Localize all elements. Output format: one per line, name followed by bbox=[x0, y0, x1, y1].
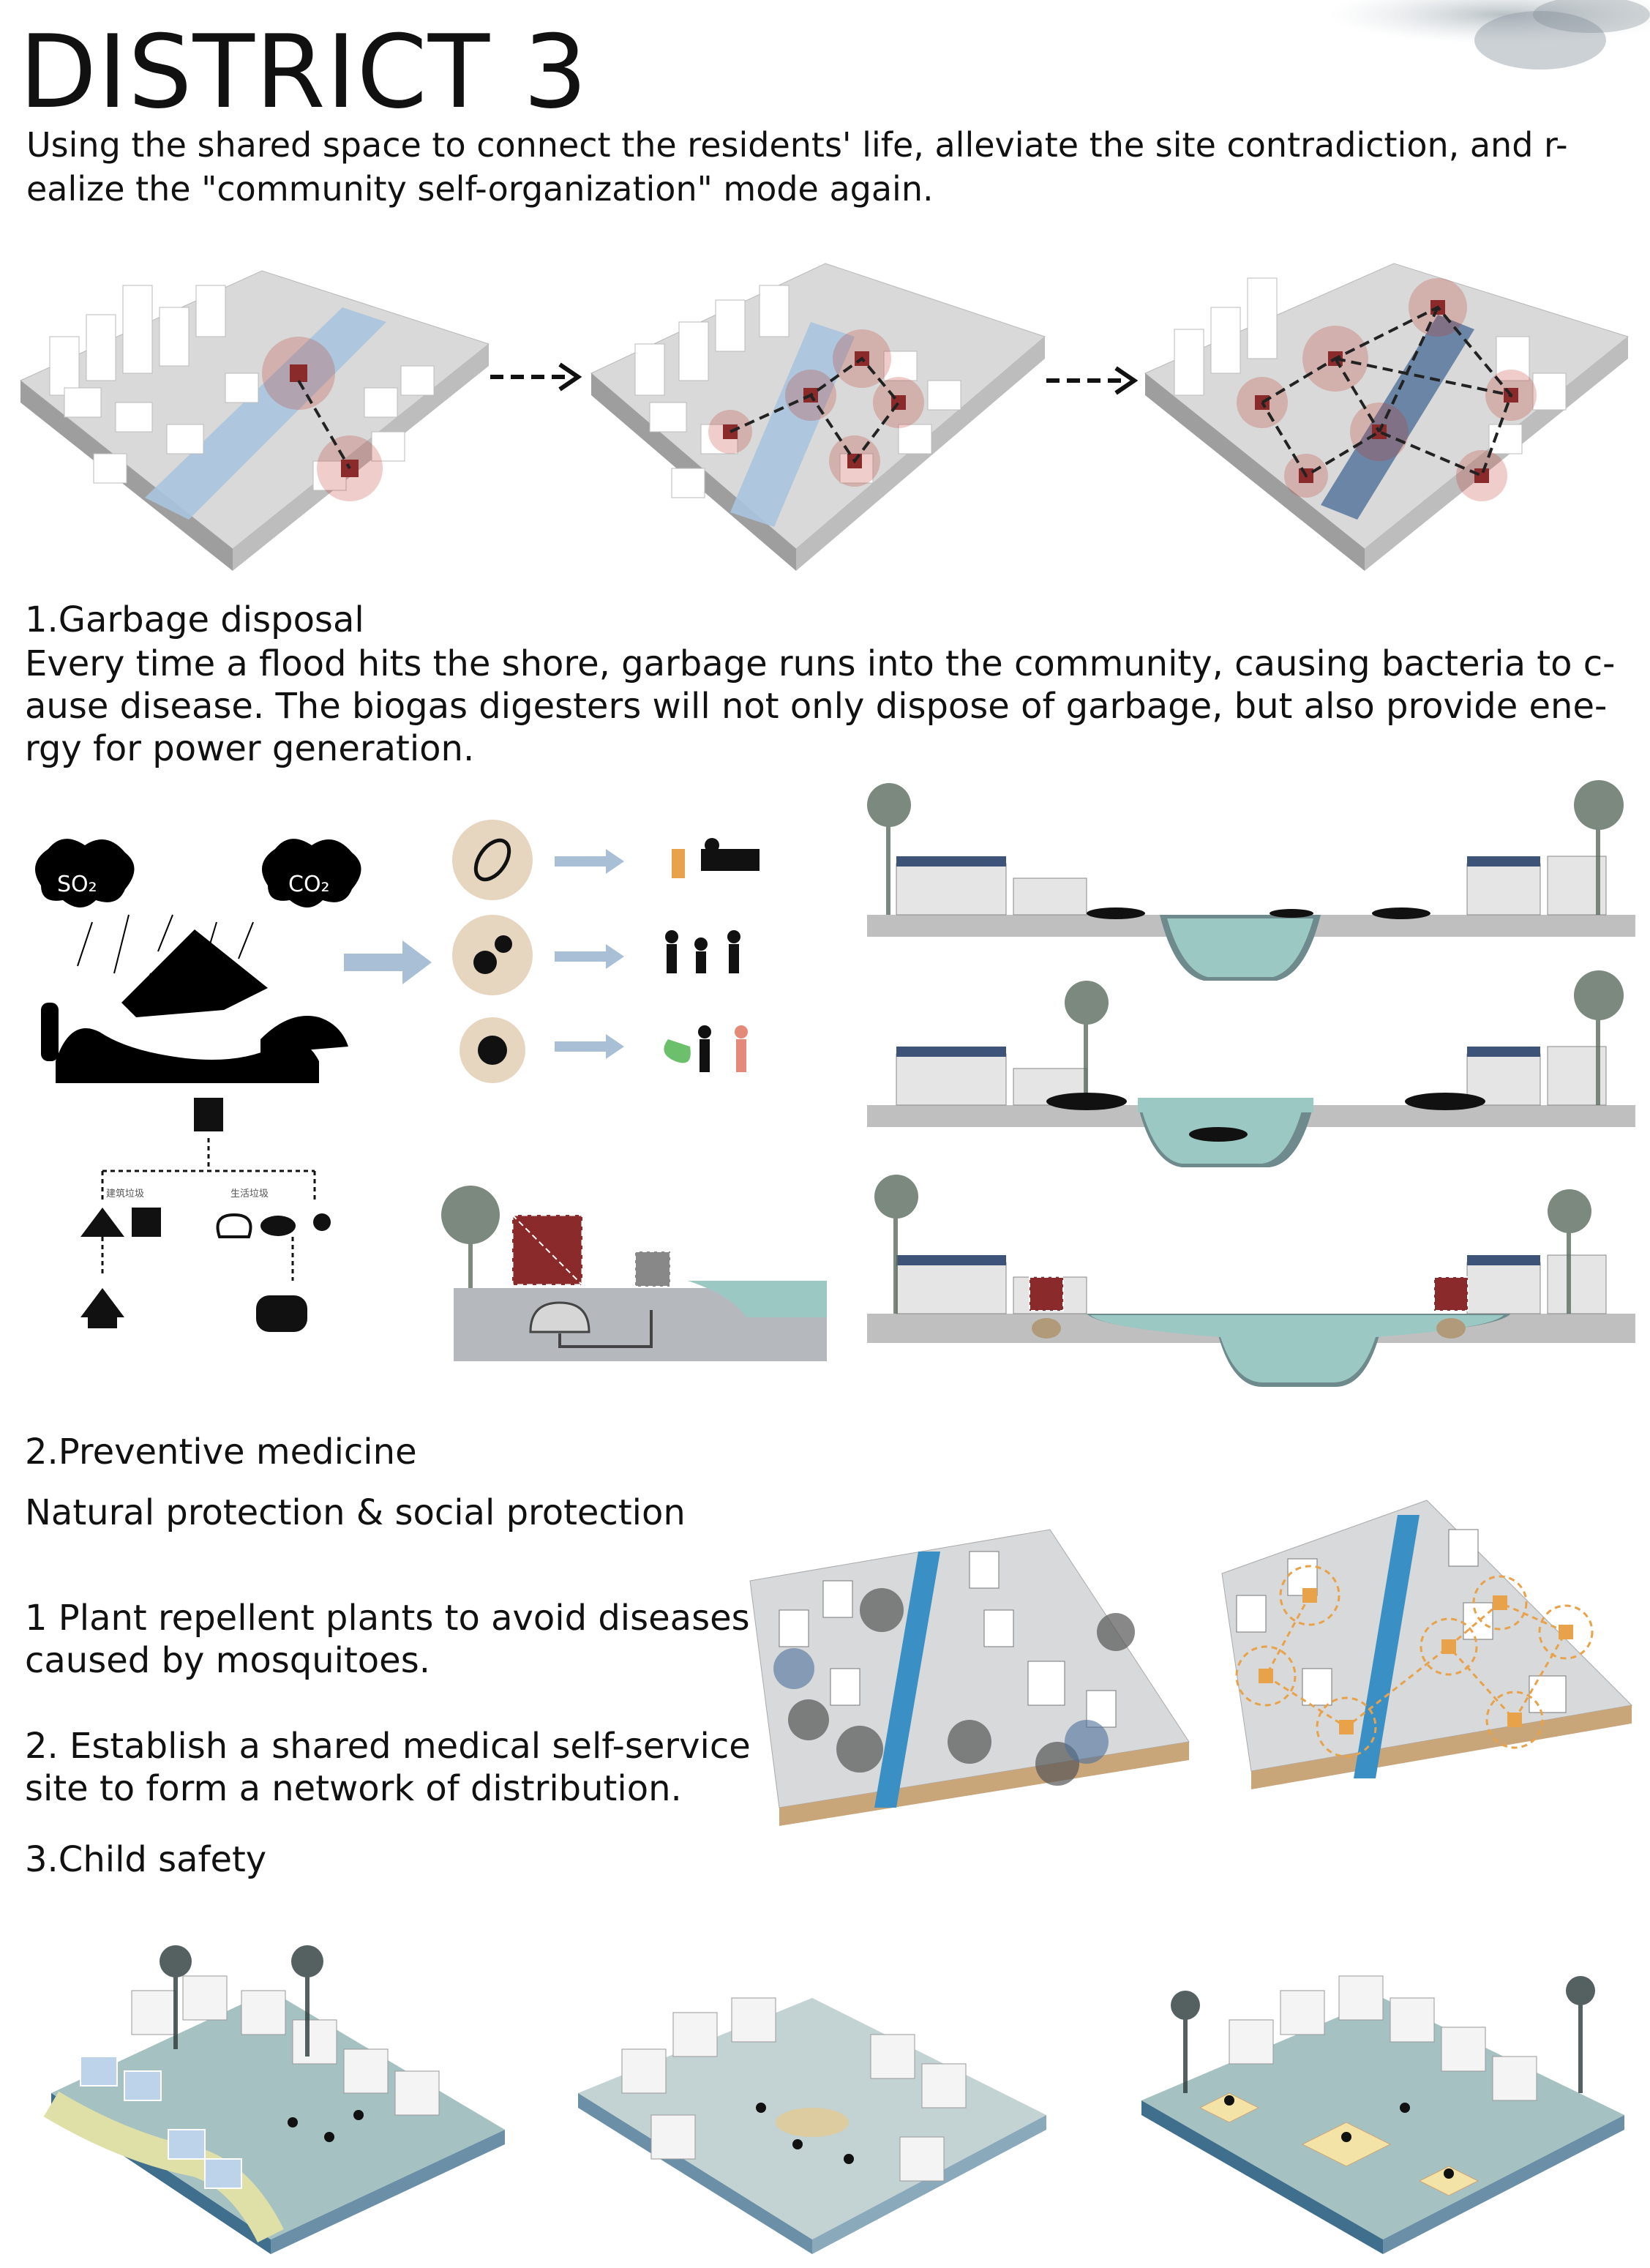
network-evolution-stage-2 bbox=[590, 263, 1046, 571]
arrow-right-icon bbox=[490, 362, 582, 392]
arrow-right-icon bbox=[1046, 366, 1139, 395]
intro-paragraph: Using the shared space to connect the re… bbox=[26, 125, 1568, 209]
flood-pollution-illustration: SO₂ CO₂ bbox=[35, 839, 361, 1083]
child-safety-play-block bbox=[578, 1997, 1046, 2254]
network-evolution-stage-3 bbox=[1144, 263, 1630, 571]
garbage-heading: 1.Garbage disposal bbox=[25, 599, 364, 640]
child-safety-pond-block bbox=[1141, 1975, 1624, 2254]
ink-wash-decoration bbox=[1328, 0, 1650, 70]
construction-waste-label: 建筑垃圾 bbox=[106, 1188, 144, 1200]
recycle-bin-icon bbox=[194, 1098, 223, 1131]
river-section-normal bbox=[867, 780, 1635, 981]
medicine-point-2: 2. Establish a shared medical self-servi… bbox=[25, 1726, 751, 1809]
repellent-plants-block bbox=[749, 1529, 1190, 1826]
arrow-right-icon bbox=[344, 940, 432, 984]
garbage-classification-tree: 建筑垃圾 生活垃圾 bbox=[80, 1098, 331, 1332]
child-heading: 3.Child safety bbox=[25, 1839, 267, 1880]
network-evolution-stage-1 bbox=[20, 270, 490, 571]
medicine-point-1: 1 Plant repellent plants to avoid diseas… bbox=[25, 1598, 750, 1681]
river-section-with-digesters bbox=[867, 1175, 1635, 1387]
bacteria-icon bbox=[452, 820, 533, 900]
co2-label: CO₂ bbox=[288, 872, 330, 897]
page-title: DISTRICT 3 bbox=[19, 13, 588, 131]
domestic-waste-label: 生活垃圾 bbox=[230, 1189, 269, 1200]
child-safety-waterfront-block bbox=[43, 1945, 505, 2254]
medicine-heading: 2.Preventive medicine bbox=[25, 1431, 417, 1472]
medicine-subheading: Natural protection & social protection bbox=[25, 1492, 686, 1533]
river-section-flood bbox=[867, 970, 1635, 1167]
garbage-paragraph: Every time a flood hits the shore, garba… bbox=[25, 643, 1616, 769]
medical-network-block bbox=[1221, 1500, 1633, 1789]
biogas-digester-section bbox=[441, 1186, 827, 1361]
disease-pathways bbox=[452, 820, 818, 1083]
so2-label: SO₂ bbox=[57, 872, 97, 897]
